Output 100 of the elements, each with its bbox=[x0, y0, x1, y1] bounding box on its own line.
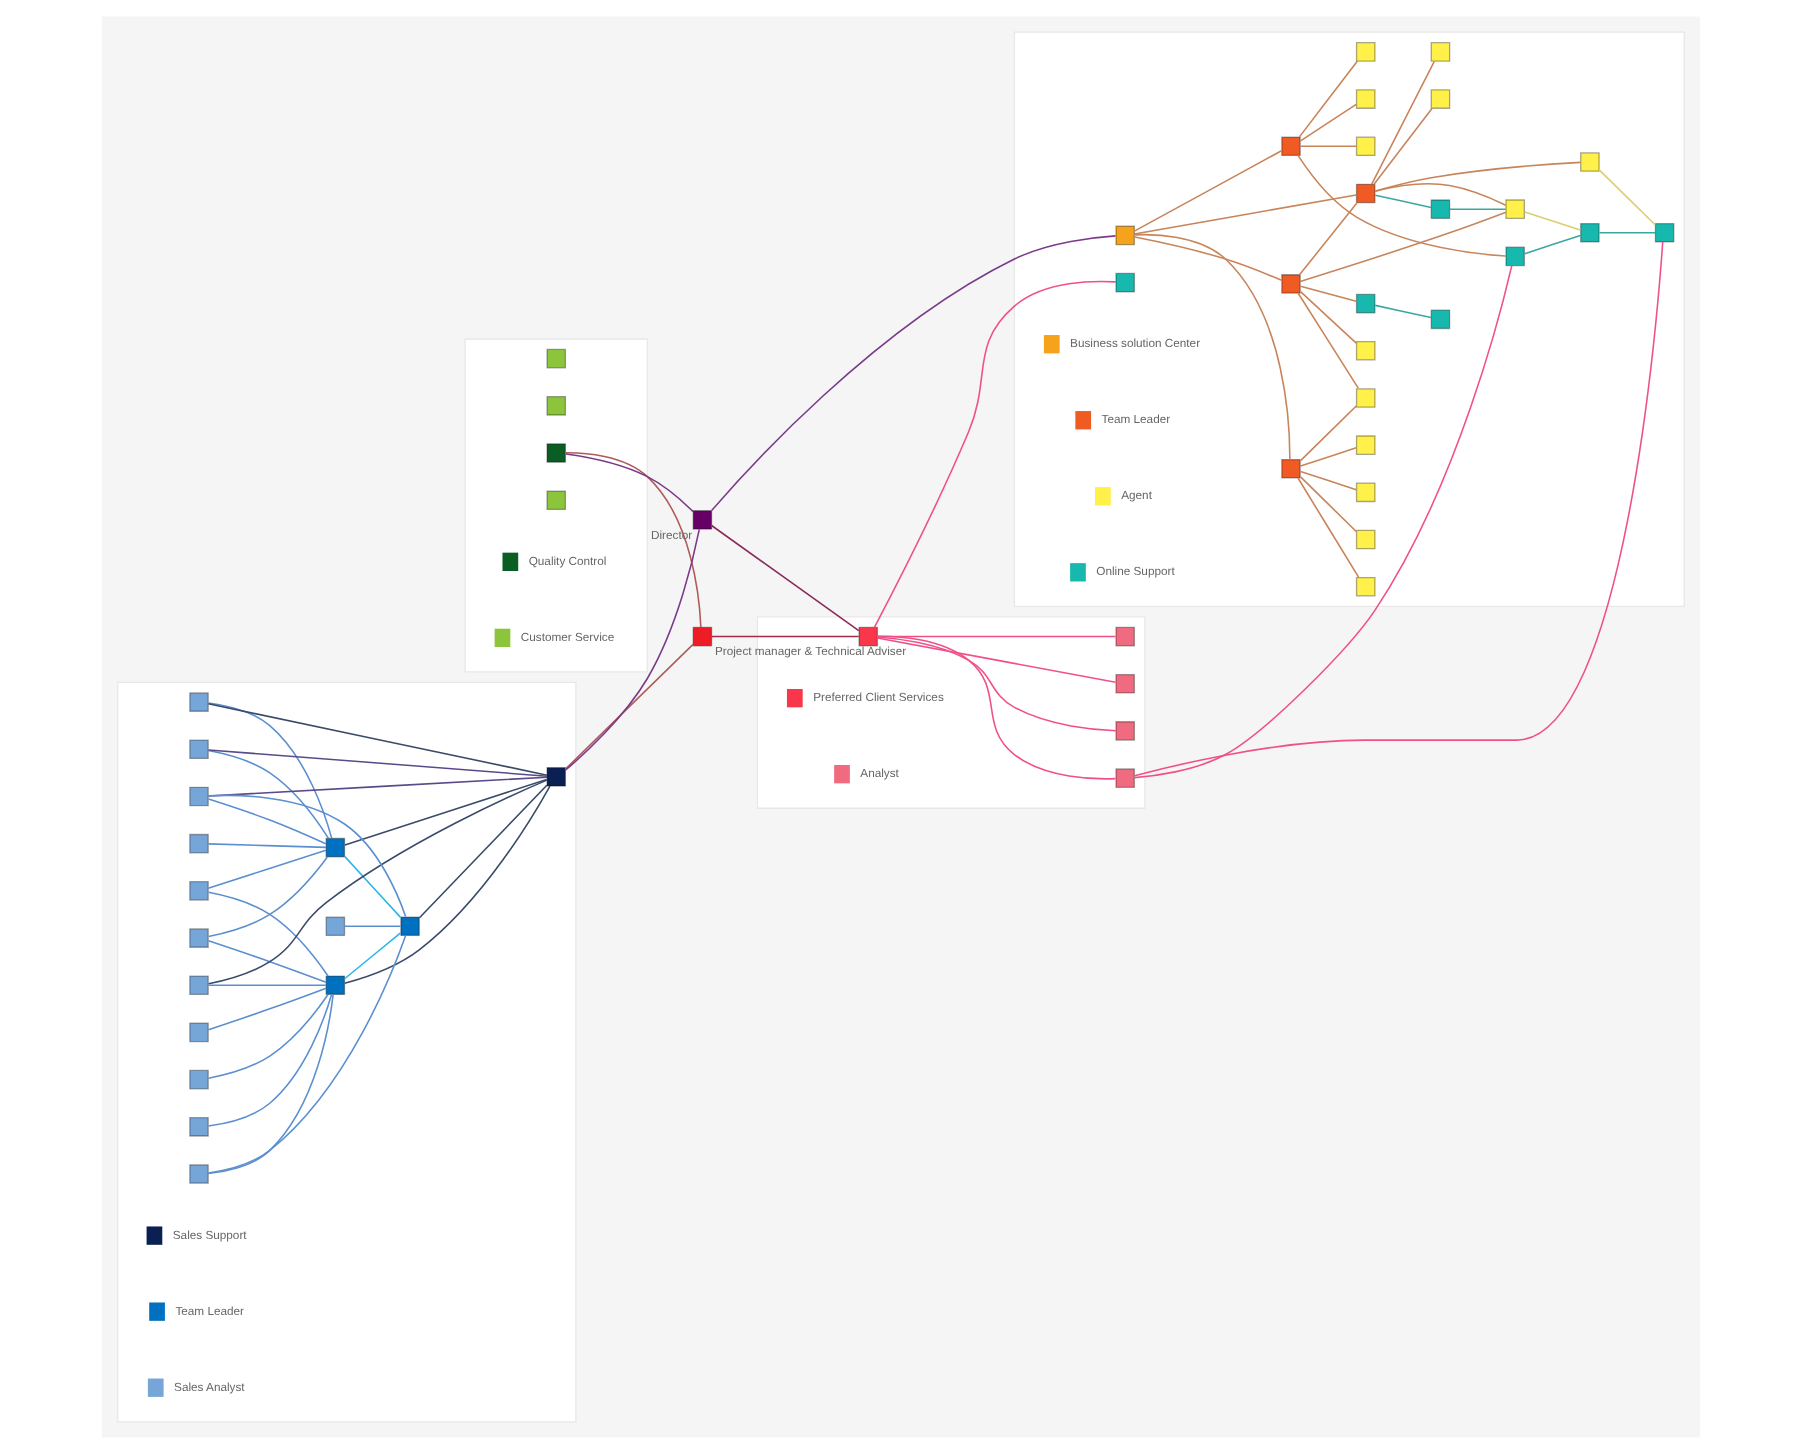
node-box bbox=[1354, 482, 1375, 503]
node-box bbox=[1504, 199, 1524, 220]
node-box bbox=[1354, 388, 1375, 408]
node-box bbox=[1354, 42, 1375, 62]
connector bbox=[1132, 149, 1282, 232]
connector bbox=[206, 702, 332, 839]
node-box bbox=[1114, 225, 1134, 246]
connector bbox=[1296, 154, 1506, 257]
node-box bbox=[324, 975, 345, 996]
connector bbox=[1296, 477, 1359, 578]
connector bbox=[1448, 208, 1506, 210]
connector bbox=[1298, 211, 1506, 283]
connector bbox=[563, 451, 701, 628]
connector bbox=[206, 993, 328, 1079]
cluster bbox=[755, 616, 1145, 809]
connector bbox=[206, 891, 328, 977]
connector bbox=[343, 925, 401, 928]
connector bbox=[1373, 161, 1581, 192]
connector bbox=[1372, 107, 1432, 185]
node-box bbox=[1579, 152, 1599, 172]
connector bbox=[1597, 169, 1655, 226]
node-box bbox=[545, 490, 566, 511]
node-box bbox=[188, 1069, 208, 1090]
connector bbox=[1298, 447, 1356, 467]
connector bbox=[206, 993, 332, 1127]
node-box bbox=[188, 975, 208, 996]
connector bbox=[206, 749, 547, 777]
connector bbox=[1373, 304, 1431, 319]
node-box bbox=[1653, 222, 1674, 243]
node-box bbox=[188, 1022, 208, 1043]
node-box bbox=[1280, 458, 1300, 479]
node-box bbox=[691, 510, 712, 530]
connector bbox=[206, 993, 333, 1175]
node-box bbox=[188, 692, 208, 712]
connector bbox=[1296, 292, 1358, 389]
node-box bbox=[691, 626, 712, 647]
connector bbox=[342, 785, 550, 985]
connector bbox=[1132, 194, 1356, 235]
node-box bbox=[545, 443, 566, 463]
cluster bbox=[1012, 31, 1684, 608]
connector bbox=[563, 528, 700, 771]
connector bbox=[1298, 145, 1356, 148]
node-box bbox=[1280, 136, 1300, 157]
connector bbox=[206, 779, 547, 985]
connector bbox=[343, 855, 401, 919]
connector bbox=[1298, 470, 1356, 491]
node-box bbox=[1354, 576, 1375, 597]
node-box bbox=[188, 739, 208, 760]
node-box bbox=[1429, 309, 1450, 330]
node-box bbox=[188, 928, 208, 948]
node-box bbox=[1354, 136, 1375, 157]
node-box bbox=[188, 786, 208, 807]
connector bbox=[1522, 211, 1581, 231]
connector bbox=[343, 778, 547, 846]
connector bbox=[1597, 232, 1655, 234]
connector bbox=[206, 849, 326, 890]
connector bbox=[1298, 285, 1356, 303]
node-box bbox=[1114, 768, 1134, 788]
connector bbox=[1369, 60, 1435, 185]
node-box bbox=[1429, 42, 1450, 62]
connector bbox=[206, 984, 326, 987]
node-box bbox=[324, 916, 345, 937]
node-box bbox=[545, 348, 566, 369]
connector bbox=[563, 643, 693, 770]
connector bbox=[1132, 265, 1512, 779]
connector bbox=[1132, 233, 1290, 461]
node-box bbox=[1114, 721, 1134, 741]
connector bbox=[1132, 241, 1663, 777]
connector bbox=[1373, 194, 1431, 209]
connector bbox=[1297, 202, 1357, 276]
connector bbox=[1298, 103, 1356, 142]
node-box bbox=[1354, 435, 1375, 455]
connector bbox=[709, 524, 859, 632]
node-box bbox=[545, 767, 566, 787]
connector bbox=[206, 934, 406, 1174]
connector bbox=[206, 856, 327, 938]
node-box bbox=[188, 881, 208, 901]
connector bbox=[206, 794, 406, 918]
cluster bbox=[116, 681, 576, 1423]
node-box bbox=[1429, 199, 1450, 220]
node-box bbox=[188, 1164, 208, 1184]
connector bbox=[875, 637, 1116, 683]
connector bbox=[1133, 236, 1282, 282]
connector bbox=[709, 635, 859, 638]
node-box bbox=[1579, 222, 1599, 243]
node-box bbox=[545, 396, 566, 416]
connector bbox=[206, 798, 326, 845]
node-box bbox=[399, 916, 419, 937]
connector bbox=[709, 235, 1116, 512]
connector bbox=[876, 636, 1116, 732]
node-box bbox=[1429, 89, 1450, 109]
node-box bbox=[324, 837, 345, 858]
cluster bbox=[463, 338, 647, 673]
connector bbox=[1522, 234, 1581, 255]
node-box bbox=[857, 626, 878, 647]
node-box bbox=[1114, 272, 1134, 293]
node-box bbox=[1114, 673, 1134, 694]
connector bbox=[1298, 405, 1356, 462]
connector bbox=[872, 280, 1116, 629]
node-box bbox=[1114, 626, 1134, 647]
